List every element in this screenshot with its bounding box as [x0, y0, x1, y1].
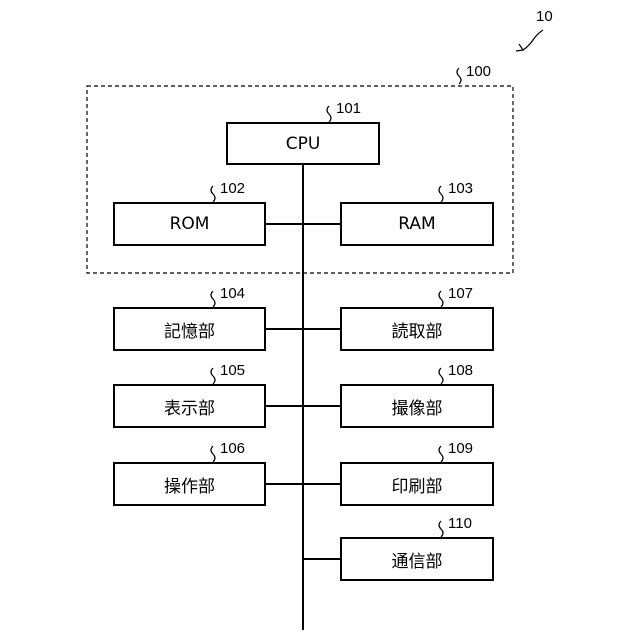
storage-block: 記憶部 [113, 307, 266, 351]
ref-group: 100 [466, 63, 491, 80]
ref-cpu: 101 [336, 100, 361, 117]
cpu-block: CPU [226, 122, 380, 165]
ref-display: 105 [220, 362, 245, 379]
imaging-block: 撮像部 [340, 384, 494, 428]
rom-block: ROM [113, 202, 266, 246]
ref-communication: 110 [448, 515, 472, 532]
ref-ram: 103 [448, 180, 473, 197]
ref-imaging: 108 [448, 362, 473, 379]
ref-operation: 106 [220, 440, 245, 457]
reading-block: 読取部 [340, 307, 494, 351]
communication-block: 通信部 [340, 537, 494, 581]
ram-block: RAM [340, 202, 494, 246]
display-block: 表示部 [113, 384, 266, 428]
ref-device: 10 [536, 8, 553, 25]
ref-reading: 107 [448, 285, 473, 302]
ref-rom: 102 [220, 180, 245, 197]
ref-printing: 109 [448, 440, 473, 457]
printing-block: 印刷部 [340, 462, 494, 506]
ref-storage: 104 [220, 285, 245, 302]
operation-block: 操作部 [113, 462, 266, 506]
